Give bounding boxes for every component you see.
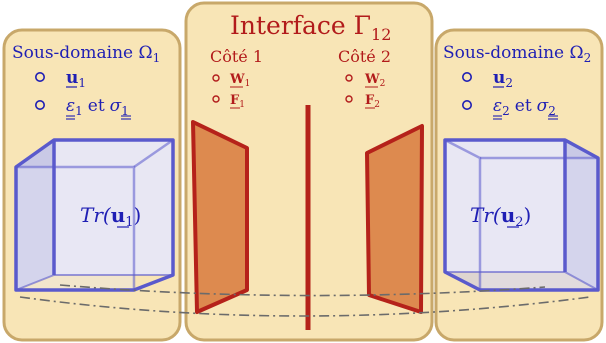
side-1-label: Côté 1 xyxy=(210,47,263,66)
bullet-circle xyxy=(34,100,45,111)
left-trace-cube xyxy=(14,138,175,292)
bullet-circle xyxy=(461,72,472,83)
svg-text:u1: u1 xyxy=(66,68,86,90)
svg-text:Interface Γ12: Interface Γ12 xyxy=(230,11,391,44)
svg-text:W1: W1 xyxy=(229,72,250,89)
right-trace-label: Tr(u2) xyxy=(470,203,531,230)
svg-text:F2: F2 xyxy=(365,93,380,110)
interface-title: Interface Γ12 xyxy=(230,11,391,44)
connection-curve-upper xyxy=(59,284,546,297)
svg-text:Tr(u2): Tr(u2) xyxy=(470,203,531,230)
svg-text:u2: u2 xyxy=(493,68,513,90)
svg-text:Sous-domaine Ω2: Sous-domaine Ω2 xyxy=(443,43,591,65)
svg-text:Sous-domaine Ω1: Sous-domaine Ω1 xyxy=(12,43,160,65)
connection-curve-lower xyxy=(19,296,591,317)
svg-text:W2: W2 xyxy=(364,72,385,89)
left-bullet-1: u1 xyxy=(34,68,86,90)
svg-text:Côté 1: Côté 1 xyxy=(210,47,263,66)
svg-text:F1: F1 xyxy=(230,93,245,110)
svg-text:Côté 2: Côté 2 xyxy=(338,47,391,66)
side-2-bullets: W2 F2 xyxy=(345,72,385,110)
side-2-label: Côté 2 xyxy=(338,47,391,66)
right-title: Sous-domaine Ω2 xyxy=(443,43,591,65)
right-trace-cube xyxy=(443,138,600,292)
bullet-circle xyxy=(461,100,472,111)
side-1-bullets: W1 F1 xyxy=(212,72,250,110)
svg-text:Tr(u1): Tr(u1) xyxy=(80,203,141,230)
side-1-plate xyxy=(191,120,249,314)
left-title: Sous-domaine Ω1 xyxy=(12,43,160,65)
right-bullet-1: u2 xyxy=(461,68,513,90)
side-2-plate xyxy=(365,124,424,314)
bullet-circle xyxy=(34,72,45,83)
left-trace-label: Tr(u1) xyxy=(80,203,141,230)
